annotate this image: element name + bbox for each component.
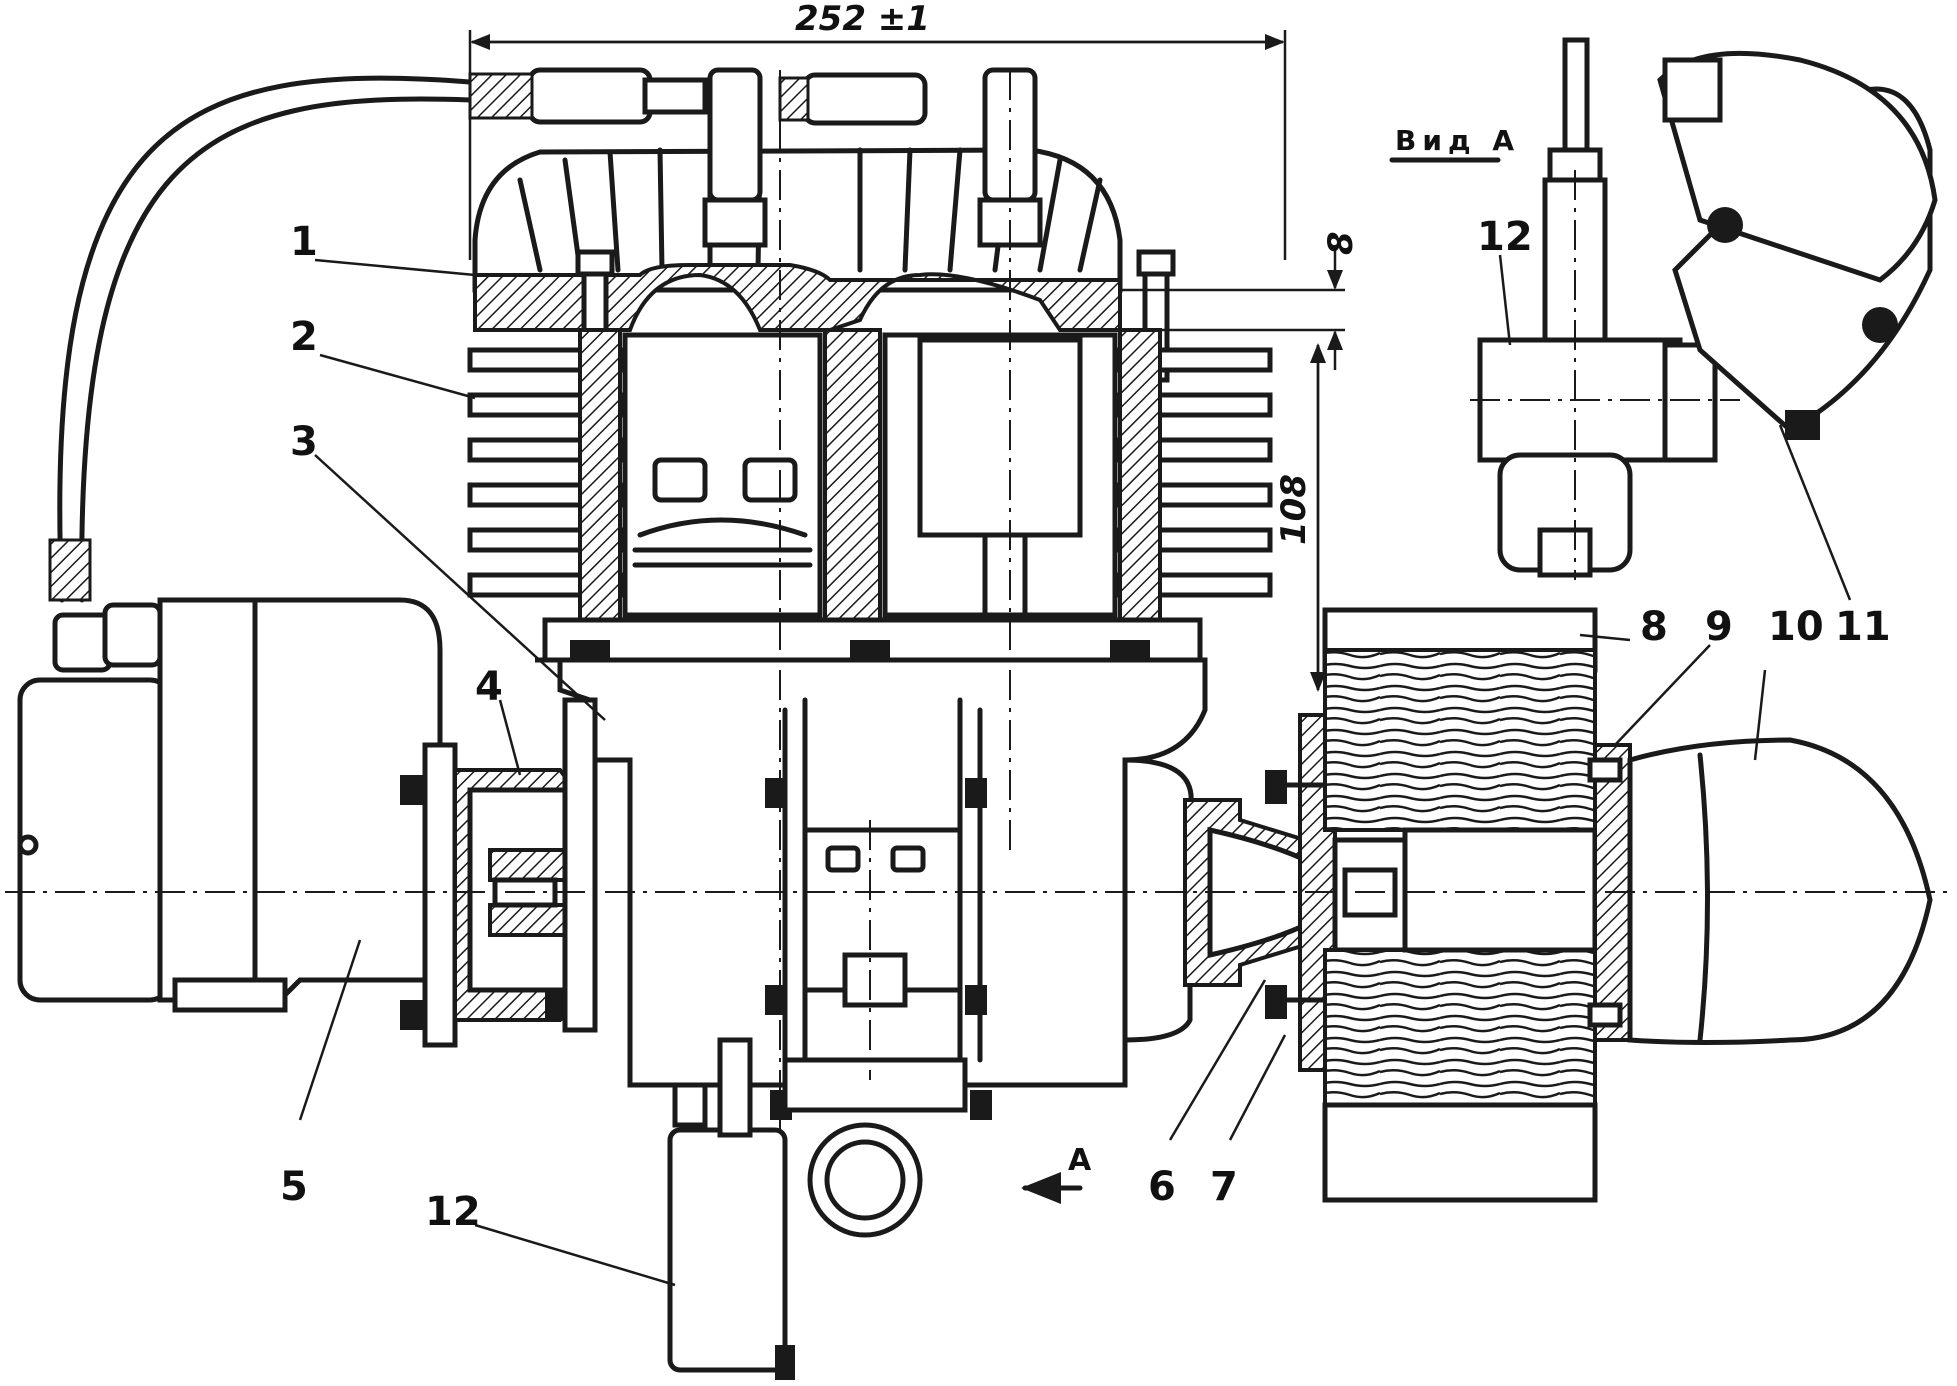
part-label-2: 2 [290,314,318,360]
dimension-width-label: 252 ±1 [795,0,930,39]
part-labels: 1 2 3 4 5 6 7 8 9 10 11 12 12 [280,214,1891,1287]
dimension-height: 108 [1274,343,1326,692]
view-a-arrow: А [1021,1143,1092,1204]
propeller-assembly [1183,607,1933,1203]
view-a-title: Вид А [1395,124,1520,157]
part-label-6: 6 [1148,1164,1176,1210]
part-label-10: 10 [1768,604,1824,650]
part-label-1: 1 [290,219,318,265]
dimension-gap-label: 8 [1321,231,1361,255]
part-label-8: 8 [1640,604,1668,650]
dimension-height-label: 108 [1274,474,1314,545]
part-label-12-view: 12 [1477,214,1533,260]
part-label-7: 7 [1210,1164,1238,1210]
cylinder-head [472,67,1176,383]
center-lines [5,70,1950,1130]
part-label-9: 9 [1705,604,1733,650]
magneto [17,597,443,1013]
part-label-5: 5 [280,1164,308,1210]
coupling [400,697,598,1048]
view-a-inset: Вид А [1389,37,1938,580]
ignition-wires [48,67,928,603]
carburetor [667,1037,968,1380]
dimension-width: 252 ±1 [468,0,1287,260]
part-label-11: 11 [1835,604,1891,650]
part-label-4: 4 [475,664,503,710]
cylinder-block [467,328,1273,663]
view-a-arrow-label: А [1068,1143,1092,1178]
part-label-12: 12 [425,1189,481,1235]
part-label-3: 3 [290,419,318,465]
